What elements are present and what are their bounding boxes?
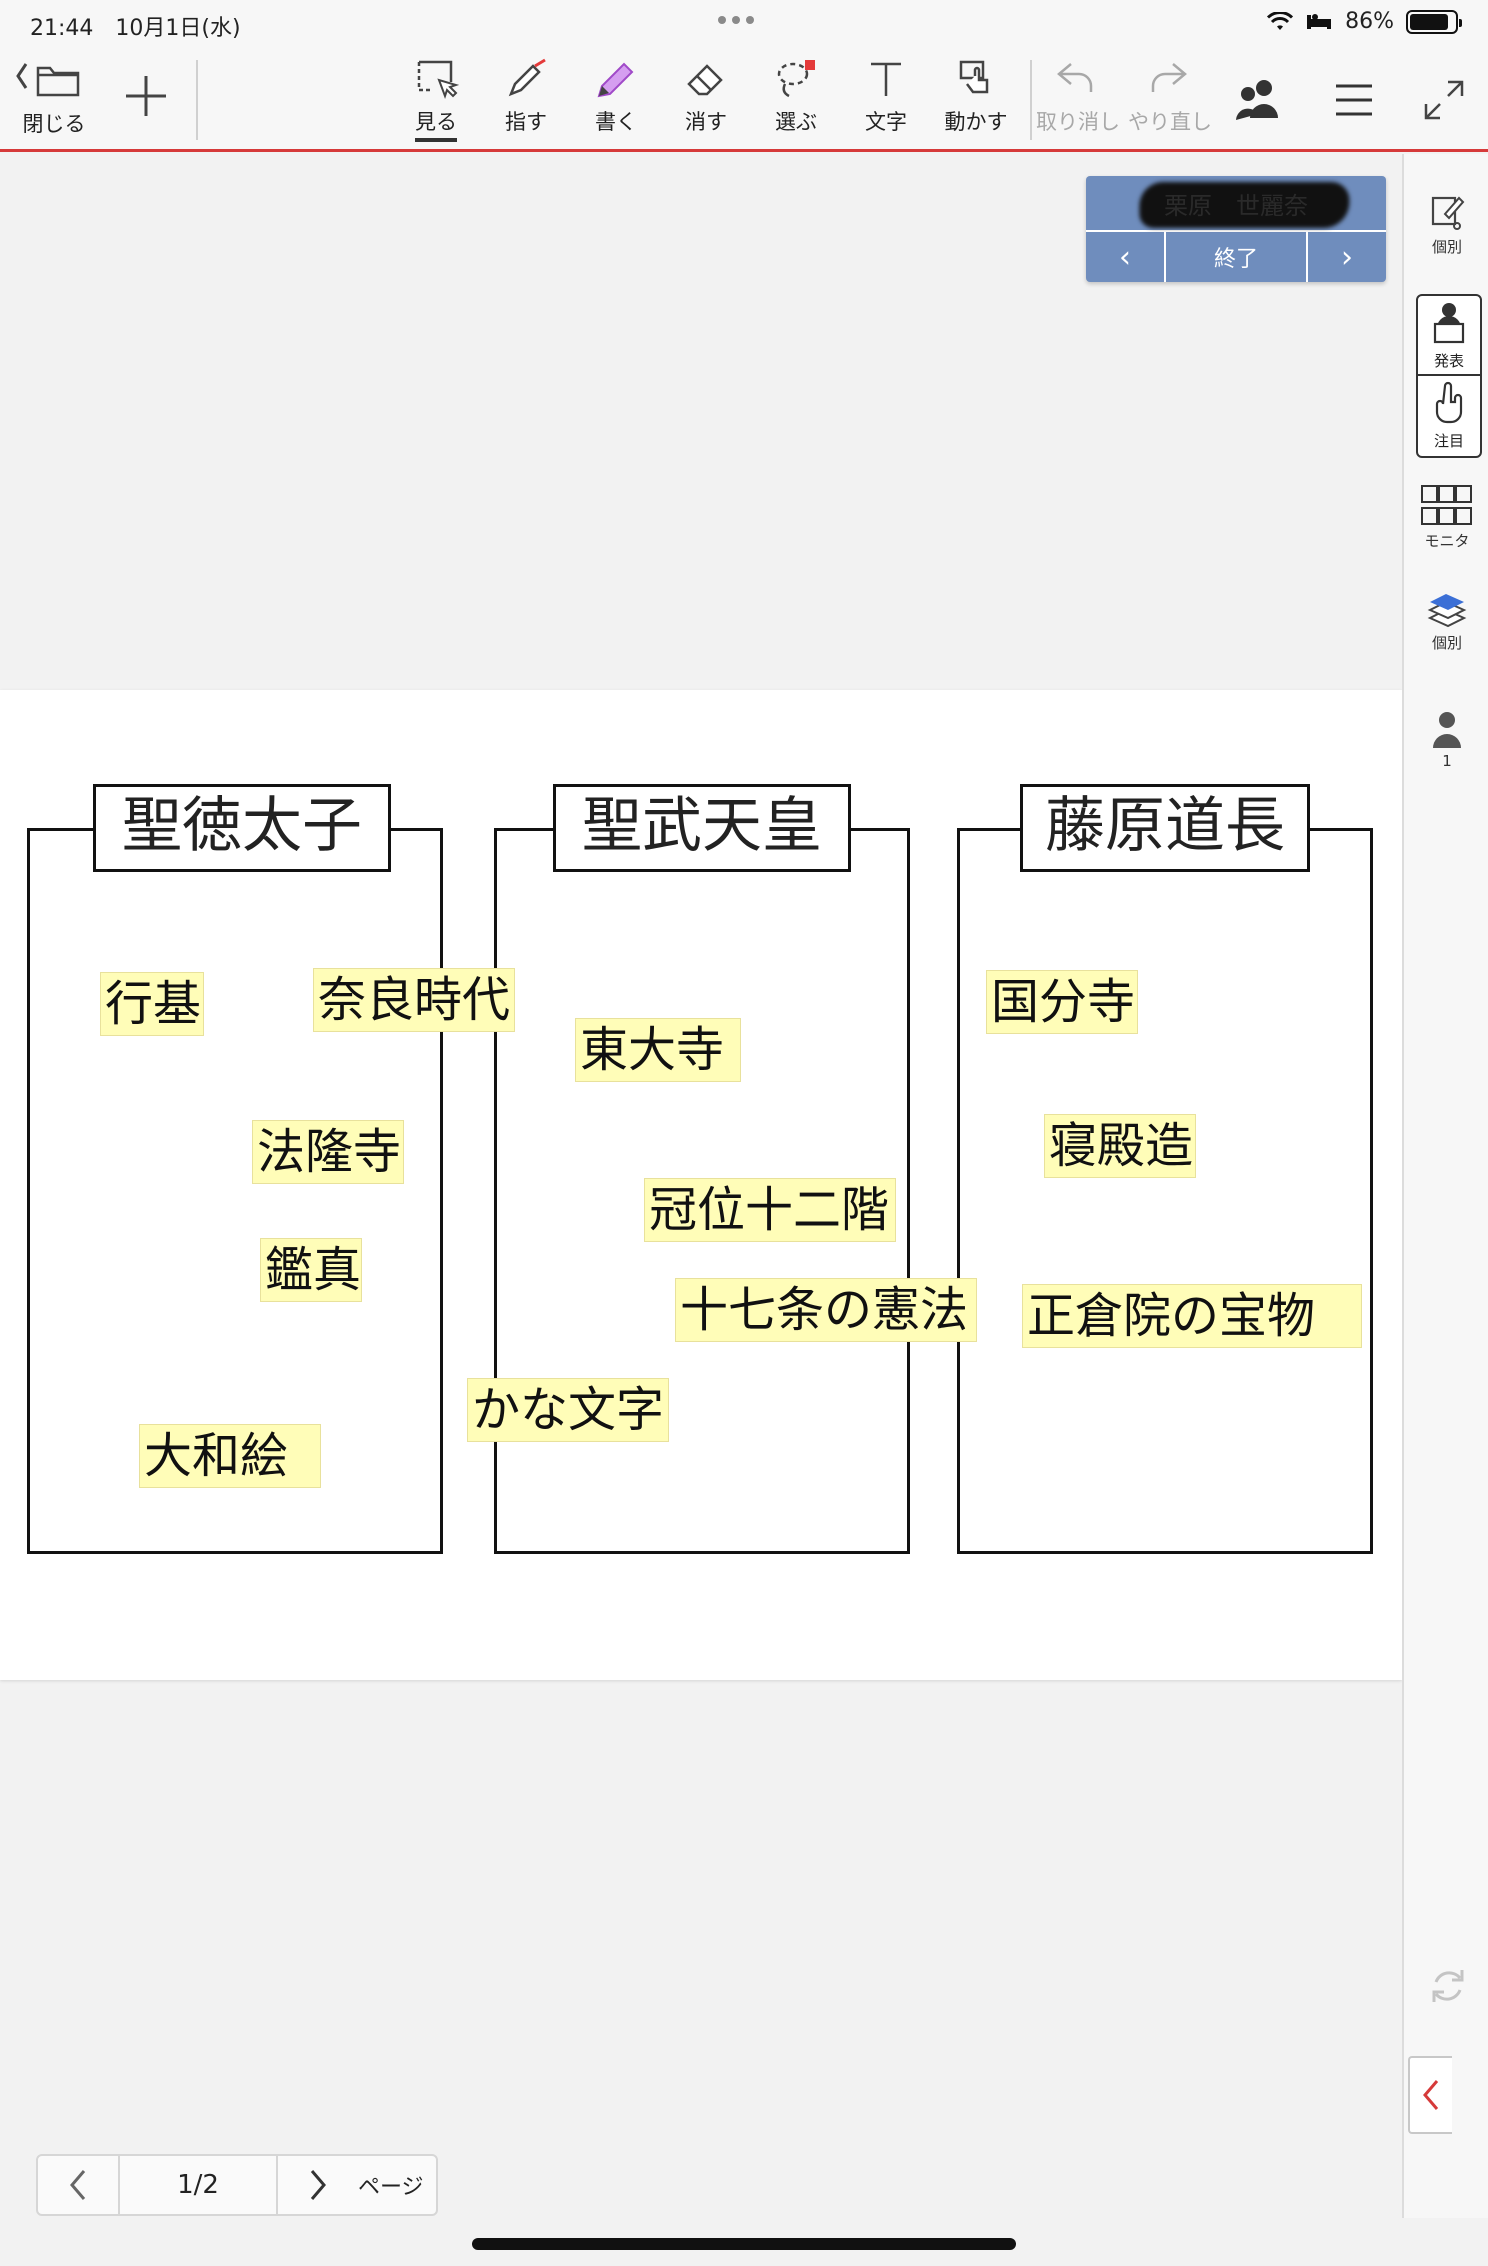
battery-icon bbox=[1406, 9, 1462, 34]
sticky-card[interactable]: 国分寺 bbox=[986, 970, 1138, 1034]
sticky-card[interactable]: かな文字 bbox=[467, 1378, 669, 1442]
sticky-card[interactable]: 十七条の憲法 bbox=[675, 1278, 977, 1342]
previous-presenter-button[interactable]: ‹ bbox=[1086, 232, 1164, 282]
edit-person-icon bbox=[1431, 196, 1465, 230]
close-label: 閉じる bbox=[22, 112, 86, 136]
next-presenter-button[interactable]: › bbox=[1308, 232, 1386, 282]
sticky-card[interactable]: 寝殿造 bbox=[1044, 1114, 1196, 1178]
person-icon bbox=[1433, 712, 1461, 748]
tool-point[interactable]: 指す bbox=[486, 58, 566, 148]
toolbar-divider bbox=[1030, 60, 1032, 140]
present-attention-group: 発表 注目 bbox=[1416, 294, 1482, 458]
plus-icon bbox=[126, 76, 166, 116]
sticky-card[interactable]: 大和絵 bbox=[139, 1424, 321, 1488]
individual-edit-button[interactable]: 個別 bbox=[1412, 192, 1482, 257]
sync-button[interactable] bbox=[1426, 1964, 1470, 2012]
redo-button[interactable]: やり直し bbox=[1128, 58, 1212, 148]
sticky-card[interactable]: 正倉院の宝物 bbox=[1022, 1284, 1362, 1348]
next-page-button[interactable] bbox=[278, 2156, 358, 2214]
presenter-podium-icon bbox=[1433, 303, 1465, 344]
battery-percent: 86% bbox=[1345, 9, 1394, 34]
category-title: 聖徳太子 bbox=[93, 784, 391, 872]
expand-button[interactable] bbox=[1418, 74, 1470, 126]
tool-move[interactable]: 動かす bbox=[936, 58, 1016, 148]
sticky-card[interactable]: 鑑真 bbox=[260, 1238, 362, 1302]
user-count[interactable]: 1 bbox=[1412, 710, 1482, 770]
sticky-card[interactable]: 奈良時代 bbox=[313, 968, 515, 1032]
sticky-card[interactable]: 冠位十二階 bbox=[644, 1178, 896, 1242]
page-label: ページ bbox=[358, 2175, 424, 2200]
chevron-left-icon: ‹ bbox=[1119, 239, 1131, 275]
chevron-right-icon: › bbox=[1341, 239, 1353, 275]
sticky-card[interactable]: 東大寺 bbox=[575, 1018, 741, 1082]
tool-view[interactable]: 見る bbox=[396, 58, 476, 148]
present-button[interactable]: 発表 bbox=[1418, 296, 1480, 376]
toolbar-divider bbox=[196, 60, 198, 140]
sticky-card[interactable]: 行基 bbox=[100, 972, 204, 1036]
tool-select[interactable]: 選ぶ bbox=[756, 58, 836, 148]
page-navigator: 1/2 ページ bbox=[36, 2154, 438, 2216]
tool-write[interactable]: 書く bbox=[576, 58, 656, 148]
menu-button[interactable] bbox=[1328, 74, 1380, 126]
grid-monitor-icon bbox=[1421, 485, 1472, 525]
refresh-icon bbox=[1432, 1970, 1464, 2002]
category-title: 藤原道長 bbox=[1020, 784, 1310, 872]
wifi-icon bbox=[1267, 11, 1294, 30]
move-hand-icon bbox=[959, 60, 989, 94]
status-bar: 21:44 10月1日(水) 86% bbox=[0, 0, 1488, 46]
previous-page-button[interactable] bbox=[38, 2156, 118, 2214]
category-box bbox=[957, 828, 1373, 1554]
collapse-panel-button[interactable] bbox=[1408, 2056, 1452, 2134]
tool-erase[interactable]: 消す bbox=[666, 58, 746, 148]
redo-icon bbox=[1151, 63, 1187, 92]
finger-point-icon bbox=[1435, 381, 1463, 424]
sticky-card[interactable]: 法隆寺 bbox=[252, 1120, 404, 1184]
category-title: 聖武天皇 bbox=[553, 784, 851, 872]
sleep-bed-icon bbox=[1307, 13, 1332, 29]
end-presentation-button[interactable]: 終了 bbox=[1164, 232, 1308, 282]
status-time: 21:44 10月1日(水) bbox=[30, 16, 241, 41]
undo-icon bbox=[1057, 63, 1093, 92]
home-indicator[interactable] bbox=[472, 2238, 1016, 2250]
pointer-pen-icon bbox=[508, 58, 546, 97]
participants-button[interactable] bbox=[1234, 74, 1286, 126]
tool-text[interactable]: 文字 bbox=[846, 58, 926, 148]
chevron-left-icon bbox=[1423, 2080, 1439, 2110]
add-page-button[interactable] bbox=[118, 68, 174, 124]
view-icon bbox=[417, 60, 459, 99]
attention-button[interactable]: 注目 bbox=[1418, 376, 1480, 456]
chevron-left-icon bbox=[70, 2170, 86, 2200]
toolbar: 閉じる 見る 指す 書く 消す 選ぶ 文字 動かす 取り消し やり直し bbox=[0, 46, 1488, 152]
multitask-dots[interactable] bbox=[718, 16, 754, 24]
pencil-icon bbox=[597, 62, 634, 98]
presenter-panel: 栗原 世麗奈 ‹ 終了 › bbox=[1086, 176, 1386, 282]
close-button[interactable]: 閉じる bbox=[14, 58, 94, 142]
eraser-icon bbox=[687, 64, 723, 96]
layers-icon bbox=[1427, 594, 1467, 628]
expand-arrows-icon bbox=[1424, 80, 1464, 120]
hamburger-menu-icon bbox=[1336, 84, 1372, 116]
lasso-icon bbox=[777, 60, 815, 98]
page-number[interactable]: 1/2 bbox=[118, 2156, 278, 2214]
presenter-name: 栗原 世麗奈 bbox=[1086, 176, 1386, 230]
folder-back-icon bbox=[16, 63, 80, 97]
text-icon bbox=[871, 62, 901, 96]
redaction-scribble bbox=[1139, 182, 1350, 228]
layers-individual-button[interactable]: 個別 bbox=[1412, 590, 1482, 653]
chevron-right-icon bbox=[310, 2170, 326, 2200]
worksheet-page[interactable]: 聖徳太子 聖武天皇 藤原道長 行基 奈良時代 法隆寺 鑑真 大和絵 東大寺 冠位… bbox=[0, 690, 1402, 1680]
undo-button[interactable]: 取り消し bbox=[1036, 58, 1120, 148]
people-icon bbox=[1236, 80, 1278, 120]
monitor-button[interactable]: モニタ bbox=[1412, 484, 1482, 551]
side-panel: 個別 発表 注目 モニタ 個別 1 bbox=[1402, 154, 1488, 2218]
